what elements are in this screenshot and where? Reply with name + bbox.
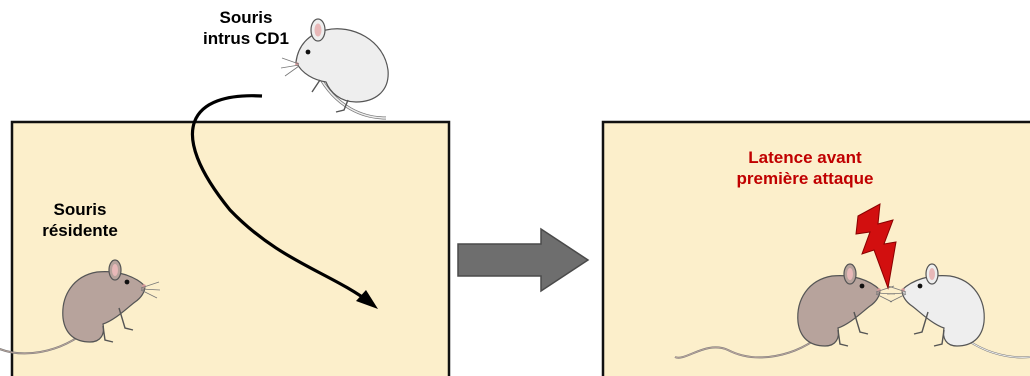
latency-label: Latence avant première attaque xyxy=(700,148,910,189)
latency-label-line2: première attaque xyxy=(736,168,874,188)
intruder-mouse-label: Souris intrus CD1 xyxy=(166,8,326,49)
resident-mouse-label: Souris résidente xyxy=(20,200,140,241)
insertion-path-arrow xyxy=(190,94,378,309)
resident-label-line2: résidente xyxy=(42,220,118,240)
intruder-label-line1: Souris xyxy=(219,8,273,27)
resident-label-line1: Souris xyxy=(53,200,107,219)
lightning-bolt-icon xyxy=(855,203,897,290)
right-arrow-icon xyxy=(457,227,590,293)
intruder-label-line2: intrus CD1 xyxy=(203,28,289,48)
latency-label-line1: Latence avant xyxy=(748,148,862,167)
